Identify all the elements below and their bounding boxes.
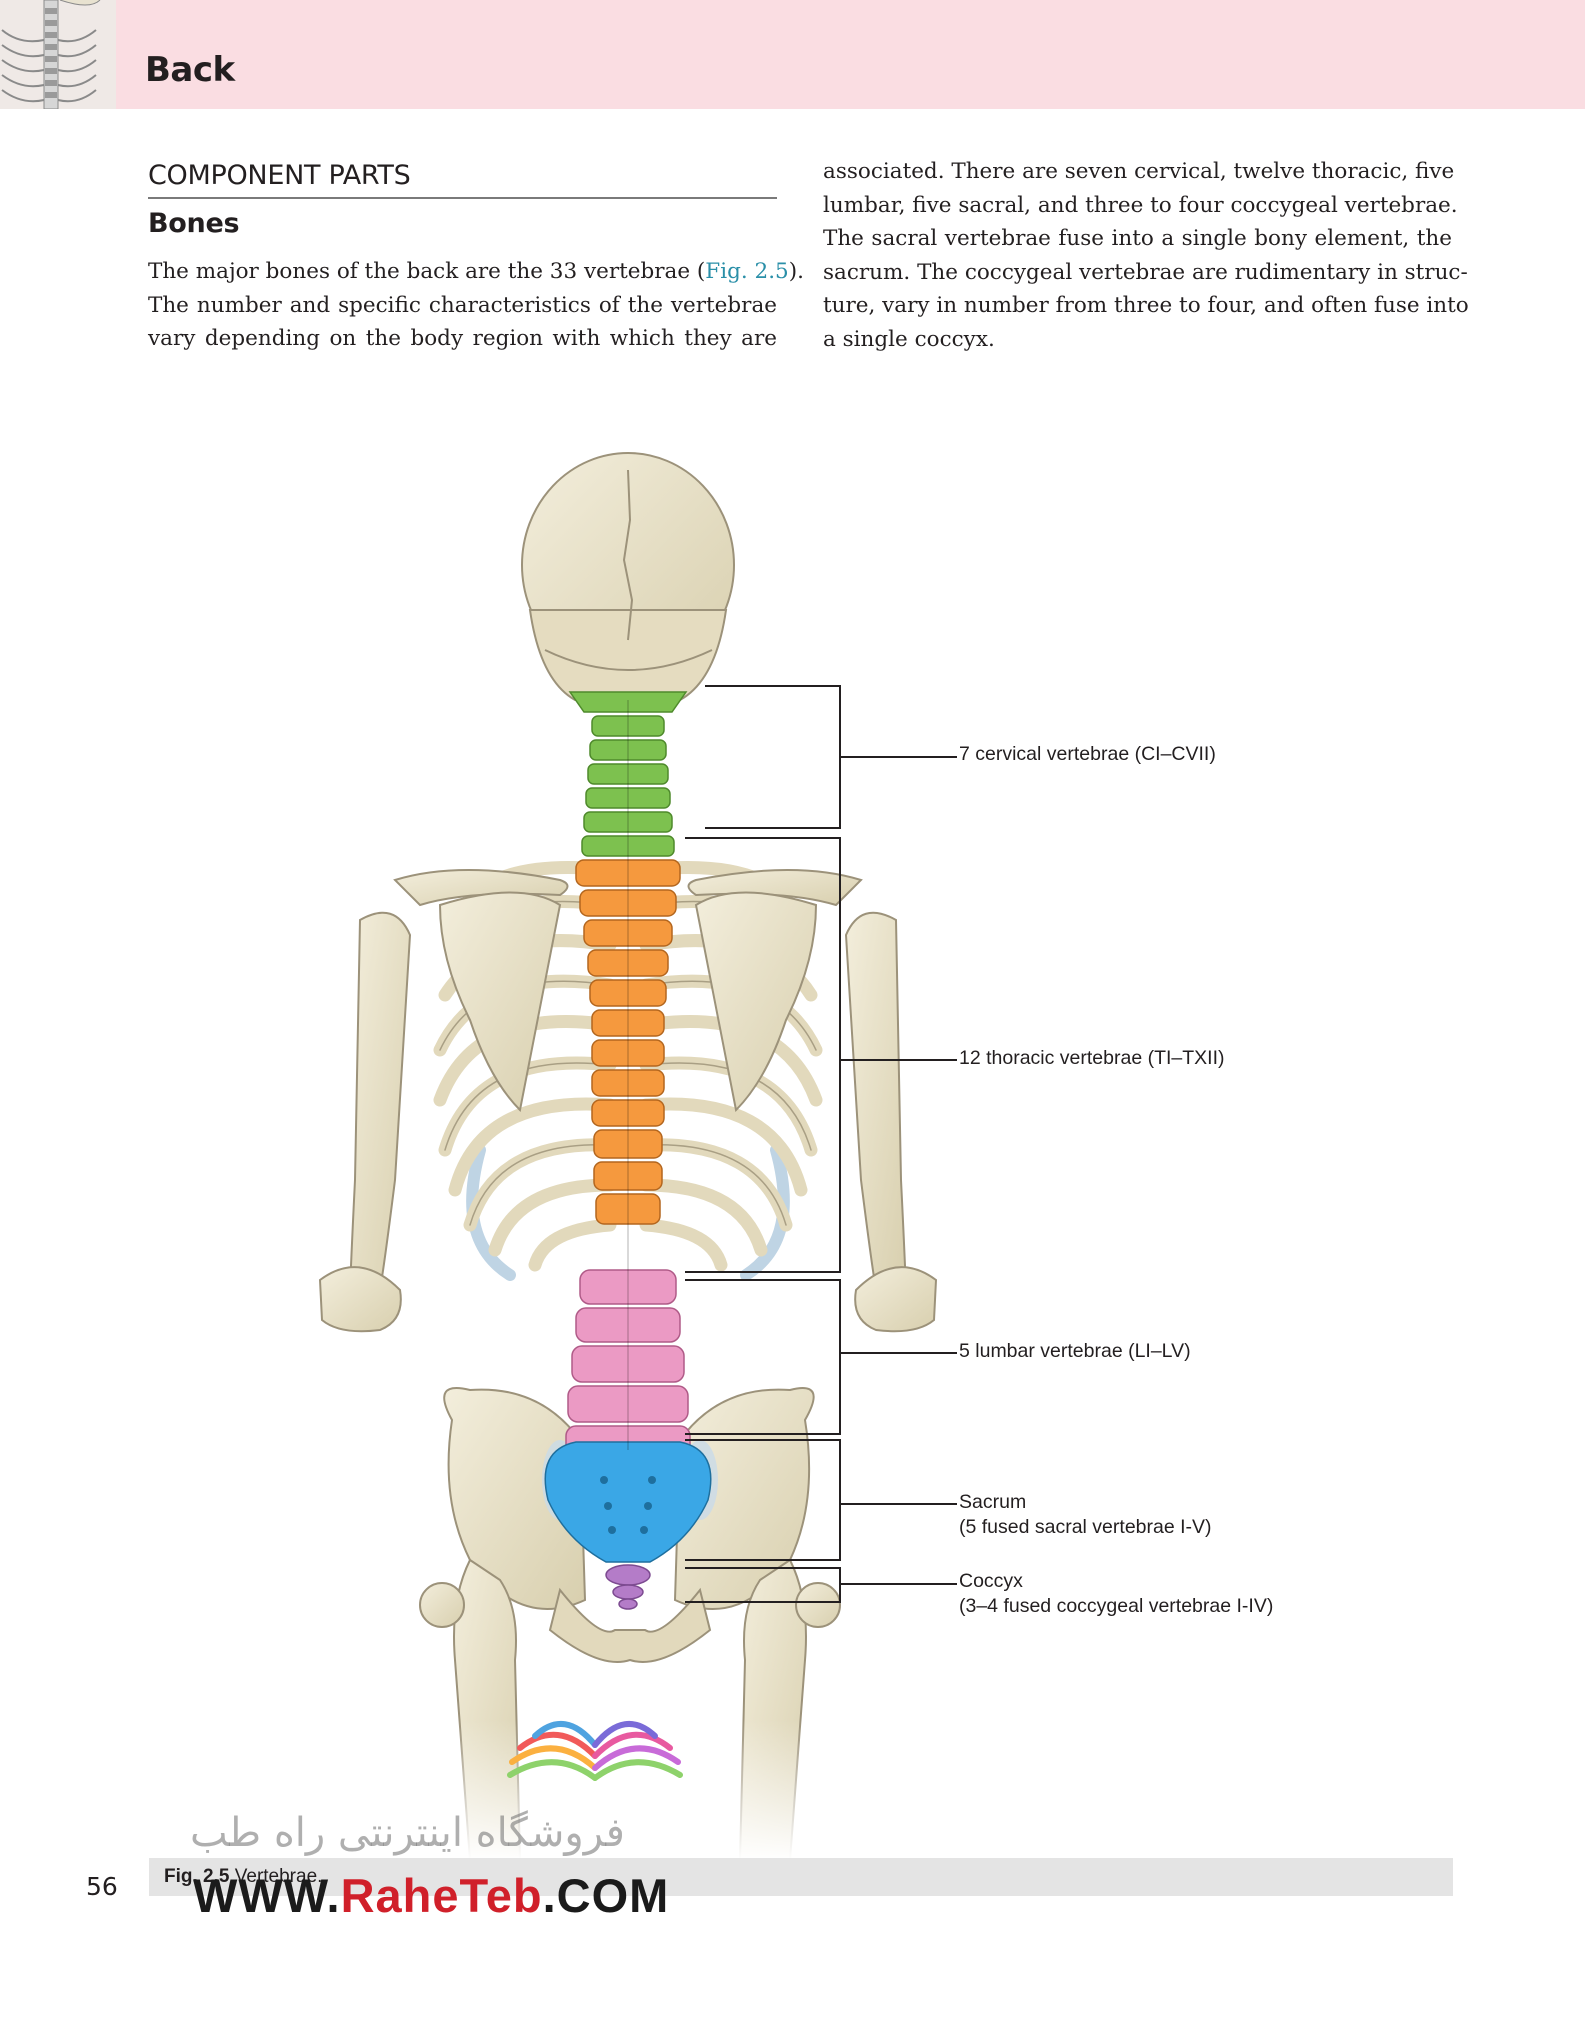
- text-line: ture, vary in number from three to four,…: [823, 293, 1469, 318]
- chapter-title: Back: [145, 50, 235, 90]
- text-line: sacrum. The coccygeal vertebrae are rudi…: [823, 259, 1468, 285]
- arms: [318, 911, 938, 1333]
- watermark-persian-text: فروشگاه اینترنتی راه طب: [190, 1810, 625, 1856]
- watermark-url: WWW.RaheTeb.COM: [193, 1869, 670, 1922]
- bracket-thoracic: [685, 837, 841, 1273]
- text-line: The major bones of the back are the 33 v…: [148, 259, 804, 284]
- label-lumbar: 5 lumbar vertebrae (LI–LV): [959, 1340, 1191, 1362]
- header-thumbnail: [0, 0, 116, 109]
- label-sacrum: Sacrum: [959, 1491, 1027, 1513]
- figure-caption: Fig. 2.5 Vertebrae.: [164, 1866, 322, 1888]
- text-line: associated. There are seven cervical, tw…: [823, 159, 1455, 184]
- bracket-cervical: [705, 685, 841, 829]
- label-sacrum-detail: (5 fused sacral vertebrae I-V): [959, 1516, 1212, 1538]
- header-band: [116, 0, 1585, 109]
- bracket-lumbar: [685, 1279, 841, 1435]
- figure-title: Vertebrae.: [234, 1866, 323, 1887]
- body-text-left: The major bones of the back are the 33 v…: [148, 255, 804, 356]
- subsection-heading: Bones: [148, 208, 240, 239]
- cervical-vertebrae: [568, 691, 688, 857]
- text-line: lumbar, five sacral, and three to four c…: [823, 192, 1458, 218]
- label-cervical: 7 cervical vertebrae (CI–CVII): [959, 743, 1216, 765]
- page-number: 56: [86, 1872, 118, 1901]
- body-text-right: associated. There are seven cervical, tw…: [823, 155, 1469, 356]
- text-line: The sacral vertebrae fuse into a single …: [823, 226, 1452, 251]
- coccyx: [605, 1564, 651, 1610]
- figure-reference-link[interactable]: Fig. 2.5: [705, 259, 789, 284]
- section-divider: [148, 197, 777, 199]
- label-coccyx: Coccyx: [959, 1570, 1023, 1592]
- pelvis: [443, 1387, 815, 1663]
- vertebral-column: [544, 691, 712, 1610]
- sacrum: [544, 1441, 712, 1563]
- figure-caption-bar: [149, 1858, 1453, 1896]
- open-book-logo-icon: [507, 1720, 683, 1781]
- text-line: a single coccyx.: [823, 326, 995, 352]
- label-thoracic: 12 thoracic vertebrae (TI–TXII): [959, 1047, 1225, 1069]
- label-coccyx-detail: (3–4 fused coccygeal vertebrae I-IV): [959, 1595, 1274, 1617]
- bracket-sacrum: [685, 1439, 841, 1561]
- label-brackets: [685, 685, 957, 1603]
- skull: [521, 452, 735, 701]
- thoracic-vertebrae: [575, 859, 681, 1225]
- femurs: [400, 1558, 860, 1861]
- spine-thumbnail-icon: [0, 0, 116, 109]
- text-line: vary depending on the body region with w…: [148, 326, 777, 351]
- section-heading: COMPONENT PARTS: [148, 160, 411, 191]
- text-line: The number and specific characteristics …: [148, 292, 777, 318]
- figure-number: Fig. 2.5: [164, 1866, 230, 1887]
- shoulder-girdle: [393, 869, 863, 1113]
